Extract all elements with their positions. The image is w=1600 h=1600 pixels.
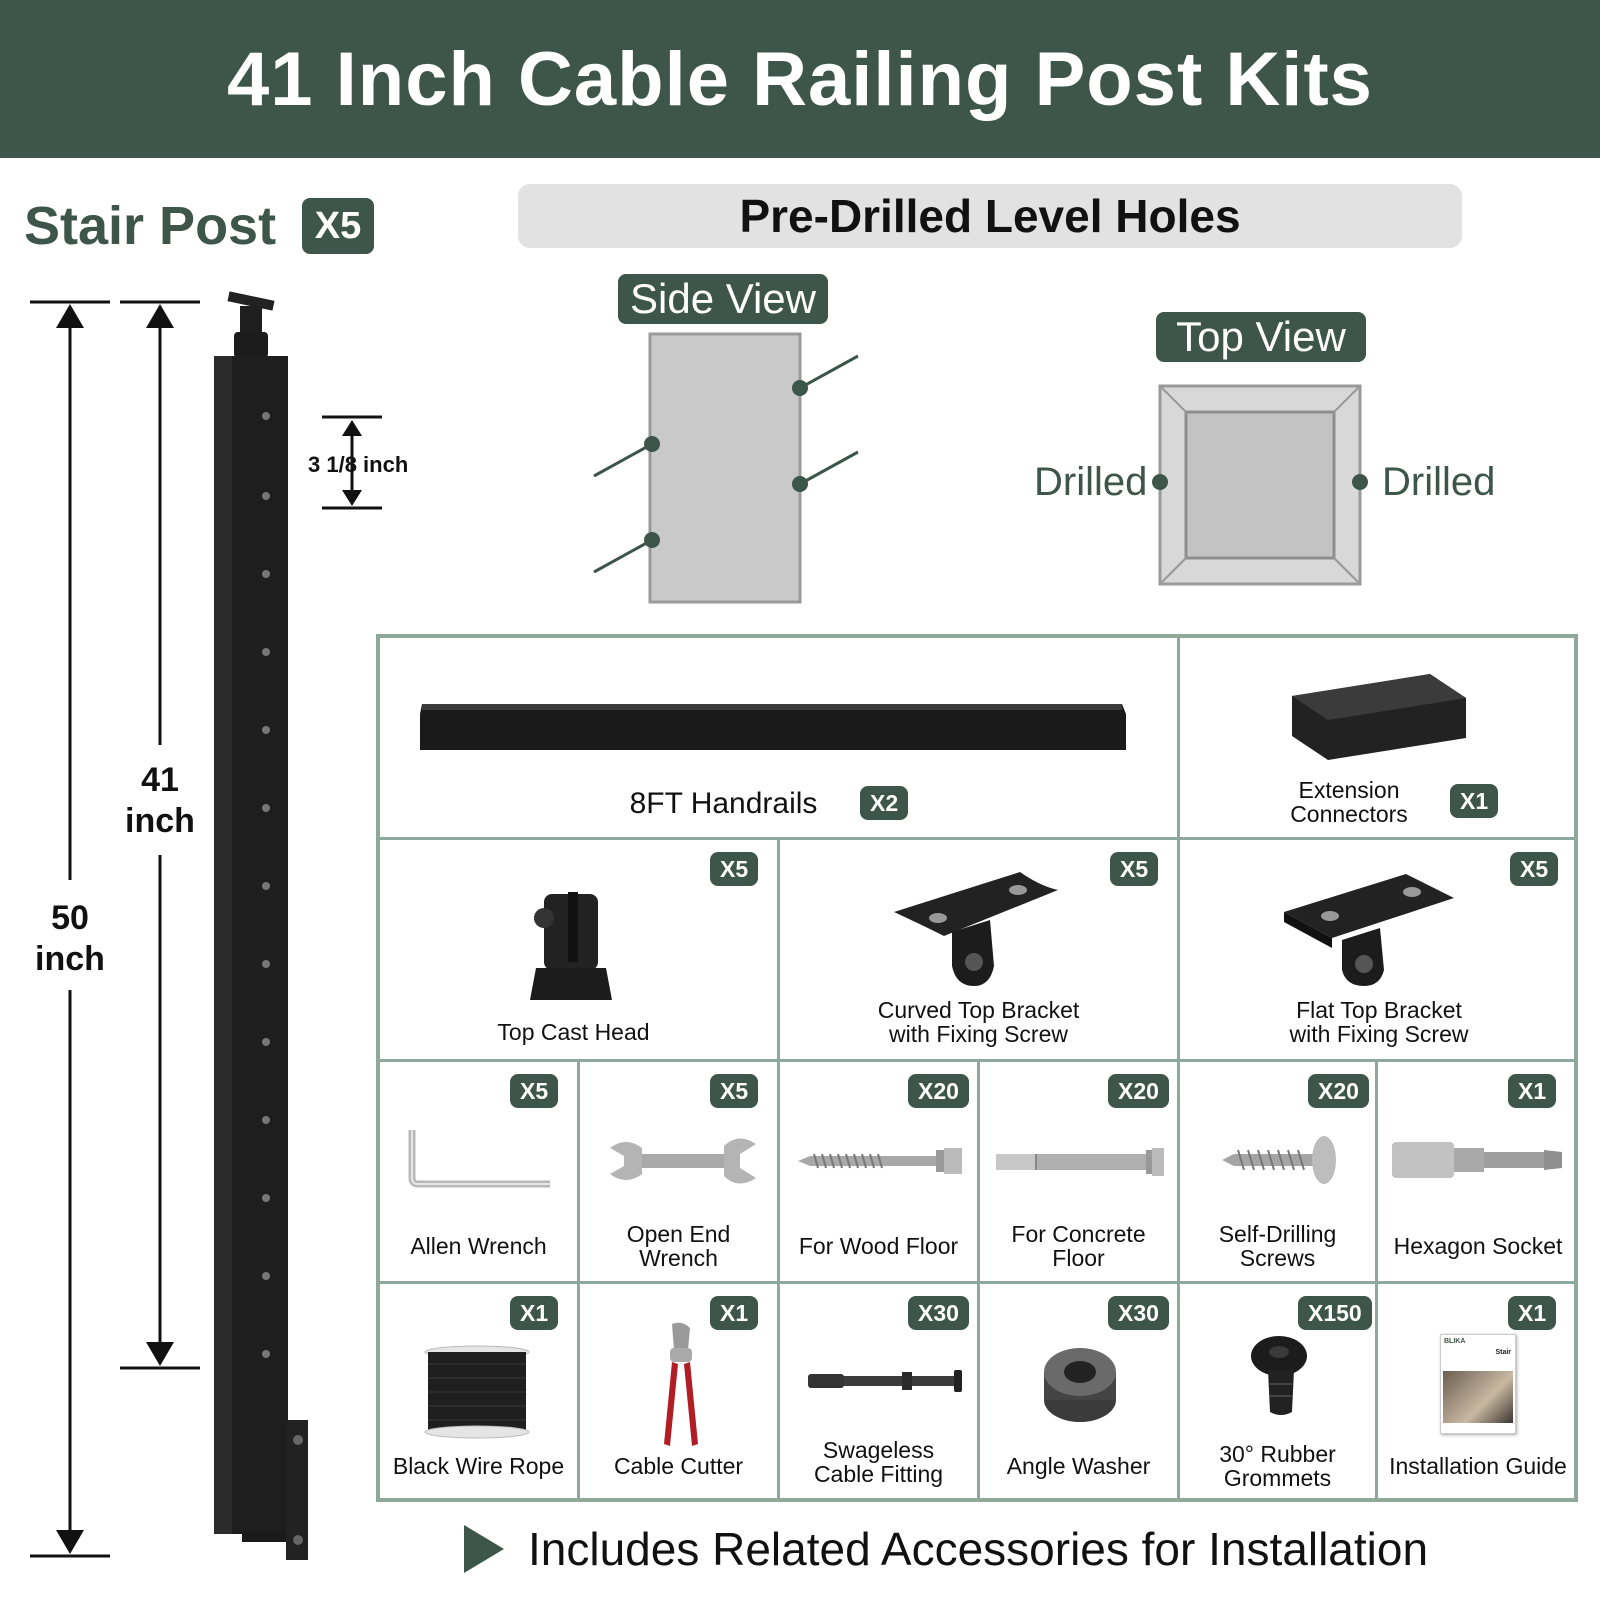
stair-post-diagram	[30, 291, 382, 1560]
flat-bracket-cell: X5 Flat Top Bracket with Fixing Screw	[1180, 840, 1578, 1062]
swageless-fitting-image	[808, 1370, 962, 1392]
self-drilling-label: Self-Drilling Screws	[1218, 1221, 1337, 1272]
curved-bracket-cell: X5 Curved Top Bracket with Fixing Screw	[780, 840, 1180, 1062]
handrails-qty-badge: X2	[860, 786, 909, 820]
concrete-floor-cell: X20 For Concrete Floor	[980, 1062, 1180, 1284]
hex-socket-cell: X1 Hexagon Socket	[1378, 1062, 1578, 1284]
open-end-wrench-qty-badge: X5	[710, 1074, 759, 1108]
handrail-image	[420, 704, 1126, 750]
guide-title: Stair	[1495, 1349, 1511, 1356]
stair-post-qty-badge: X5	[302, 198, 374, 254]
open-end-wrench-image	[610, 1138, 756, 1184]
angle-washer-qty-badge: X30	[1108, 1296, 1169, 1330]
drilled-right-label: Drilled	[1382, 460, 1496, 504]
flat-bracket-image	[1284, 874, 1454, 986]
guide-brand: BLIKA	[1444, 1338, 1466, 1345]
stair-post-label: Stair Post	[24, 196, 277, 256]
handrails-cell: 8FT Handrails X2	[380, 638, 1180, 840]
top-view-tag: Top View	[1156, 312, 1366, 362]
hex-socket-image	[1392, 1142, 1562, 1178]
extension-cell: Extension Connectors X1	[1180, 638, 1578, 840]
grommets-label: 30° Rubber Grommets	[1219, 1441, 1336, 1492]
open-end-wrench-cell: X5 Open End Wrench	[580, 1062, 780, 1284]
hex-socket-qty-badge: X1	[1508, 1074, 1557, 1108]
install-guide-cover: BLIKA Stair	[1440, 1334, 1516, 1434]
install-guide-qty-badge: X1	[1508, 1296, 1557, 1330]
side-view-tag: Side View	[618, 274, 828, 324]
guide-photo	[1443, 1371, 1513, 1423]
top-cast-head-image	[530, 892, 612, 1000]
self-drilling-cell: X20 Self-Drilling Screws	[1180, 1062, 1378, 1284]
wood-floor-cell: X20 For Wood Floor	[780, 1062, 980, 1284]
swageless-cell: X30 Swageless Cable Fitting	[780, 1284, 980, 1502]
hole-spacing-label: 3 1/8 inch	[308, 452, 409, 477]
top-cast-head-qty-badge: X5	[710, 852, 759, 886]
wire-rope-qty-badge: X1	[510, 1296, 559, 1330]
cable-cutter-image	[664, 1322, 698, 1446]
footer-text: Includes Related Accessories for Install…	[528, 1523, 1429, 1575]
concrete-floor-qty-badge: X20	[1108, 1074, 1169, 1108]
concrete-floor-label: For Concrete Floor	[1011, 1221, 1146, 1272]
wood-screw-image	[798, 1148, 962, 1174]
allen-wrench-qty-badge: X5	[510, 1074, 559, 1108]
accessories-grid: 8FT Handrails X2 Extension Connectors X1…	[376, 634, 1578, 1502]
extension-connector-image	[1292, 674, 1466, 760]
curved-bracket-label: Curved Top Bracket with Fixing Screw	[877, 997, 1080, 1048]
wood-floor-qty-badge: X20	[908, 1074, 969, 1108]
flat-bracket-label: Flat Top Bracket with Fixing Screw	[1289, 997, 1469, 1048]
height-41-label: 41 inch	[125, 761, 195, 840]
swageless-qty-badge: X30	[908, 1296, 969, 1330]
curved-bracket-qty-badge: X5	[1110, 852, 1159, 886]
self-drilling-qty-badge: X20	[1308, 1074, 1369, 1108]
curved-bracket-image	[894, 872, 1058, 986]
page-title: 41 Inch Cable Railing Post Kits	[227, 36, 1373, 122]
drilled-left-label: Drilled	[1034, 460, 1148, 504]
angle-washer-label: Angle Washer	[1006, 1453, 1151, 1479]
grommets-qty-badge: X150	[1298, 1296, 1372, 1330]
self-drilling-screw-image	[1222, 1136, 1336, 1184]
height-50-label: 50 inch	[35, 899, 105, 978]
install-guide-label: Installation Guide	[1389, 1453, 1567, 1479]
wire-rope-label: Black Wire Rope	[392, 1453, 565, 1479]
flat-bracket-qty-badge: X5	[1510, 852, 1559, 886]
top-view-diagram	[1152, 384, 1368, 586]
header-banner: 41 Inch Cable Railing Post Kits	[0, 0, 1600, 158]
allen-wrench-image	[408, 1130, 550, 1188]
footer-note: Includes Related Accessories for Install…	[464, 1522, 1428, 1576]
cable-cutter-qty-badge: X1	[710, 1296, 759, 1330]
extension-qty-badge: X1	[1450, 784, 1499, 818]
wood-floor-label: For Wood Floor	[798, 1233, 959, 1259]
allen-wrench-cell: X5 Allen Wrench	[380, 1062, 580, 1284]
cable-cutter-cell: X1 Cable Cutter	[580, 1284, 780, 1502]
top-cast-head-cell: X5 Top Cast Head	[380, 840, 780, 1062]
rubber-grommet-image	[1251, 1336, 1307, 1415]
angle-washer-cell: X30 Angle Washer	[980, 1284, 1180, 1502]
top-cast-head-label: Top Cast Head	[497, 1019, 650, 1045]
grommets-cell: X150 30° Rubber Grommets	[1180, 1284, 1378, 1502]
swageless-label: Swageless Cable Fitting	[813, 1437, 944, 1488]
pre-drilled-heading: Pre-Drilled Level Holes	[518, 184, 1462, 248]
extension-label: Extension Connectors	[1290, 777, 1408, 828]
cable-cutter-label: Cable Cutter	[613, 1453, 744, 1479]
wire-rope-cell: X1 Black Wire Rope	[380, 1284, 580, 1502]
wire-rope-spool-image	[424, 1345, 530, 1439]
open-end-wrench-label: Open End Wrench	[626, 1221, 731, 1272]
handrails-label: 8FT Handrails	[629, 787, 818, 820]
side-view-diagram	[593, 332, 859, 604]
install-guide-cell: X1 BLIKA Stair Installation Guide	[1378, 1284, 1578, 1502]
hex-socket-label: Hexagon Socket	[1393, 1233, 1563, 1259]
allen-wrench-label: Allen Wrench	[410, 1233, 547, 1259]
concrete-anchor-image	[996, 1148, 1164, 1176]
play-arrow-icon	[464, 1525, 504, 1573]
angle-washer-image	[1044, 1348, 1116, 1422]
